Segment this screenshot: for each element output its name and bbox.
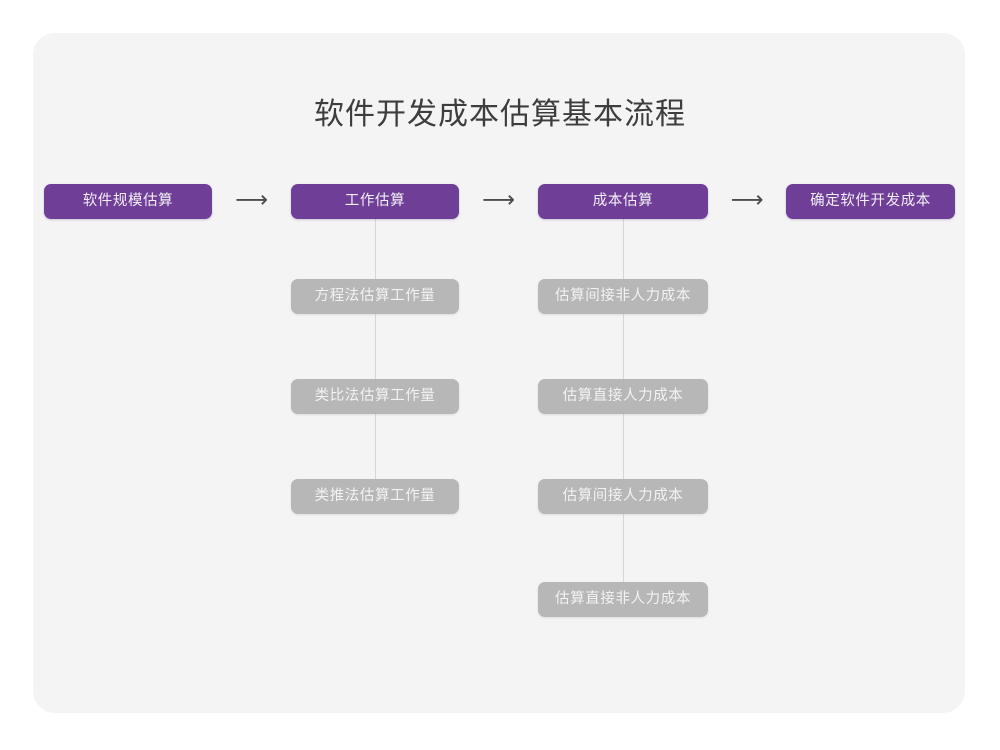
diagram-card bbox=[33, 33, 965, 713]
flow-node-final-cost[interactable]: 确定软件开发成本 bbox=[786, 184, 955, 219]
sub-node-cost-direct-nonlabor[interactable]: 估算直接非人力成本 bbox=[538, 582, 708, 617]
flow-node-work-estimate[interactable]: 工作估算 bbox=[291, 184, 459, 219]
flow-arrow-3: ⟶ bbox=[730, 187, 764, 213]
sub-node-work-equation[interactable]: 方程法估算工作量 bbox=[291, 279, 459, 314]
connector-line-work bbox=[375, 218, 376, 514]
flow-node-software-scale[interactable]: 软件规模估算 bbox=[44, 184, 212, 219]
connector-line-cost bbox=[623, 218, 624, 617]
flow-arrow-1: ⟶ bbox=[235, 187, 268, 213]
sub-node-cost-direct-labor[interactable]: 估算直接人力成本 bbox=[538, 379, 708, 414]
sub-node-cost-indirect-nonlabor[interactable]: 估算间接非人力成本 bbox=[538, 279, 708, 314]
sub-node-cost-indirect-labor[interactable]: 估算间接人力成本 bbox=[538, 479, 708, 514]
flow-arrow-2: ⟶ bbox=[482, 187, 515, 213]
page-title: 软件开发成本估算基本流程 bbox=[314, 98, 686, 131]
flow-node-cost-estimate[interactable]: 成本估算 bbox=[538, 184, 708, 219]
sub-node-work-inference[interactable]: 类推法估算工作量 bbox=[291, 479, 459, 514]
sub-node-work-analogy[interactable]: 类比法估算工作量 bbox=[291, 379, 459, 414]
